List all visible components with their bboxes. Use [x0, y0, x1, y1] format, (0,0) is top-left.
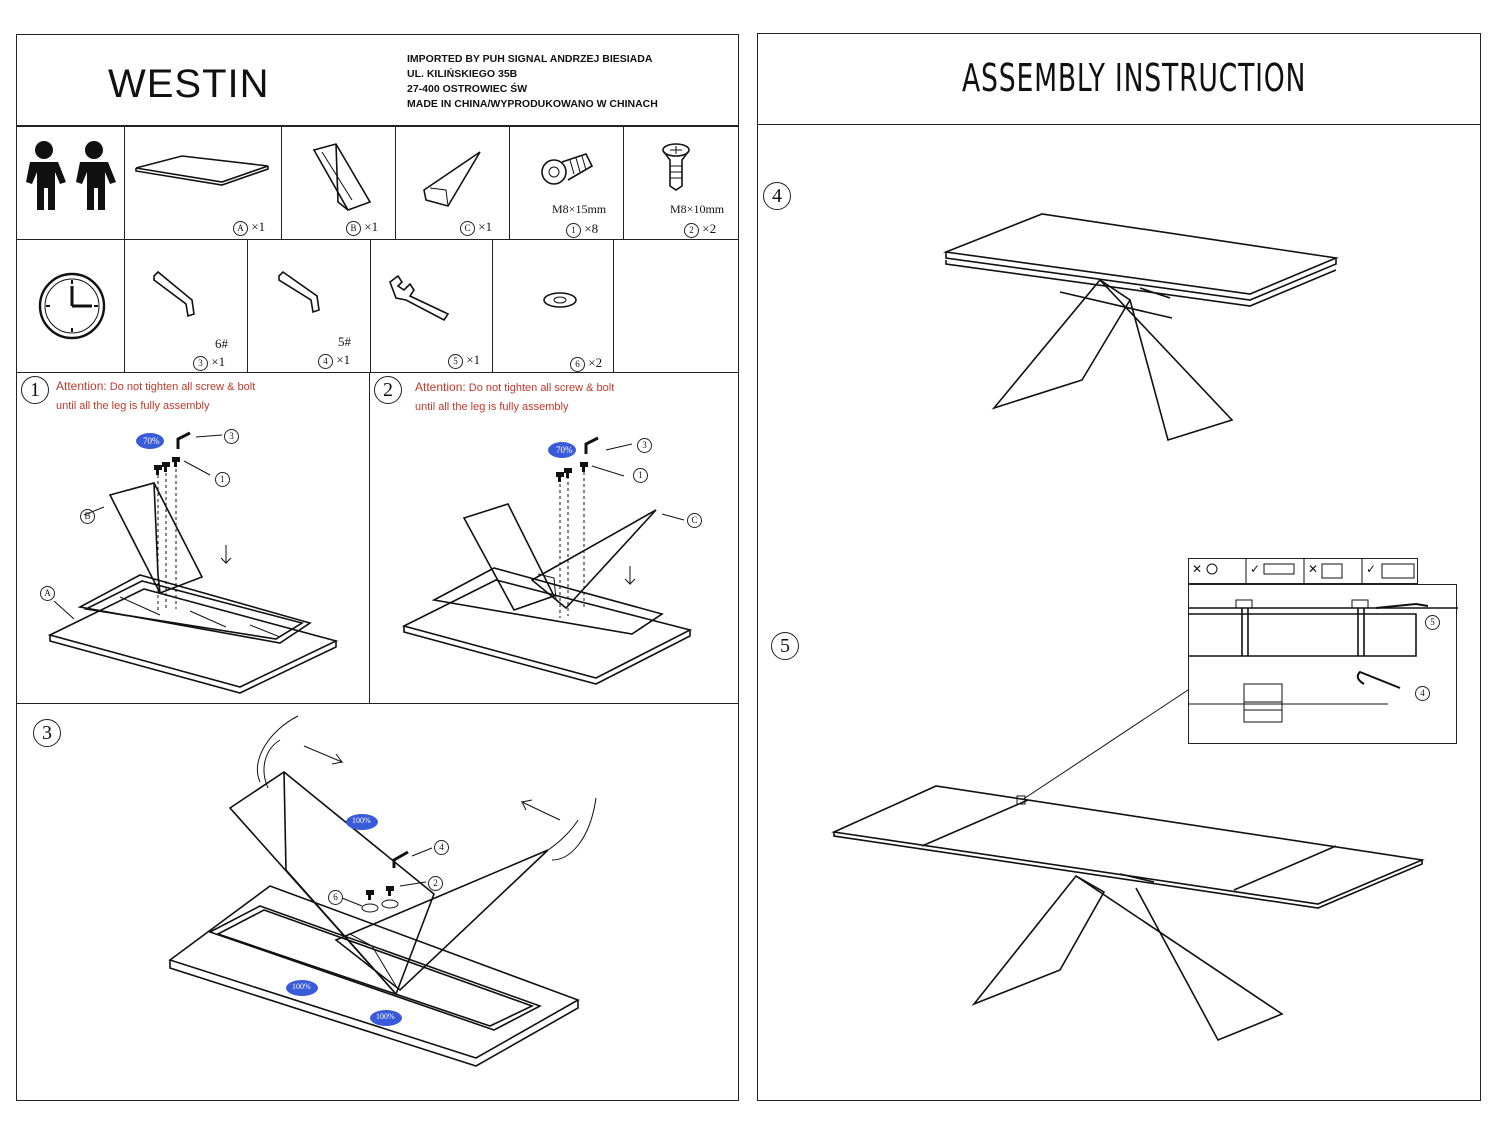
detail-inset — [1188, 584, 1457, 744]
step-4-illustration — [942, 213, 1339, 442]
screw-m8x15-icon — [541, 153, 594, 185]
detail-drawing — [1188, 599, 1458, 723]
svg-text:✕: ✕ — [1192, 562, 1202, 576]
step-3-illustration — [168, 715, 597, 1067]
step-3-pct-1: 100% — [352, 816, 371, 825]
step-3-panel — [16, 703, 739, 1101]
header-box — [16, 34, 739, 126]
washer-label: 6 ×2 — [570, 355, 602, 372]
hex-key-6-icon — [153, 270, 195, 318]
part-b-label: B ×1 — [346, 219, 378, 236]
screw-1-size: M8×15mm — [552, 202, 607, 216]
step-3-pct-2: 100% — [292, 982, 311, 991]
screw-1-label: 1 ×8 — [566, 221, 598, 238]
part-c-label: C ×1 — [460, 219, 492, 236]
wrench-icon — [389, 274, 450, 322]
step-3-number: 3 — [33, 719, 61, 747]
step-1-illustration — [47, 431, 339, 694]
step-1-callout-1: 1 — [215, 472, 230, 487]
key-5-label: 4 ×1 — [318, 352, 350, 369]
key-5-size: 5# — [338, 334, 351, 349]
step-2-callout-1: 1 — [633, 468, 648, 483]
svg-text:✕: ✕ — [1308, 562, 1318, 576]
detail-legend-bar — [1188, 558, 1418, 584]
washer-icon — [543, 292, 577, 308]
step-2-callout-c: C — [687, 513, 702, 528]
tabletop-icon — [135, 155, 269, 186]
step-1-number: 1 — [21, 376, 49, 404]
step-2-illustration — [401, 436, 693, 685]
step-1-callout-3: 3 — [224, 429, 239, 444]
two-people-icon — [26, 141, 116, 210]
screw-2-cell — [623, 126, 739, 240]
brand-name: WESTIN — [108, 62, 270, 106]
importer-line-3: 27-400 OSTROWIEC ŚW — [407, 83, 528, 95]
step-1-callout-a: A — [40, 586, 55, 601]
detail-legend-icons: ✕ ✓ ✕ ✓ — [1192, 558, 1415, 584]
step-5-callout-4: 4 — [1415, 686, 1430, 701]
svg-text:✓: ✓ — [1250, 562, 1260, 576]
screw-2-size: M8×10mm — [670, 202, 725, 216]
step-2-pct: 70% — [556, 445, 573, 455]
page-title: ASSEMBLY INSTRUCTION — [962, 56, 1307, 100]
step-5-callout-5: 5 — [1425, 615, 1440, 630]
hex-key-5-icon — [278, 270, 320, 314]
importer-info: IMPORTED BY PUH SIGNAL ANDRZEJ BIESIADA … — [407, 52, 658, 112]
step-3-callout-6: 6 — [328, 890, 343, 905]
key-6-label: 3 ×1 — [193, 354, 225, 371]
leg-b-icon — [312, 143, 372, 211]
step-4-number: 4 — [763, 182, 791, 210]
screw-m8x10-icon — [662, 143, 690, 191]
step-5-illustration — [831, 689, 1425, 1042]
step-1-pct: 70% — [143, 436, 160, 446]
step-2-attention: Attention: Do not tighten all screw & bo… — [415, 380, 615, 413]
leg-c-icon — [423, 151, 481, 207]
importer-line-1: IMPORTED BY PUH SIGNAL ANDRZEJ BIESIADA — [407, 53, 653, 65]
importer-line-4: MADE IN CHINA/WYPRODUKOWANO W CHINACH — [407, 98, 658, 110]
wrench-label: 5 ×1 — [448, 352, 480, 369]
part-a-label: A ×1 — [233, 219, 265, 236]
key-6-size: 6# — [215, 336, 228, 351]
title-box — [757, 33, 1481, 125]
step-3-pct-3: 100% — [376, 1012, 395, 1021]
step-2-callout-3: 3 — [637, 438, 652, 453]
step-2-number: 2 — [374, 376, 402, 404]
step-3-callout-4: 4 — [434, 840, 449, 855]
step-3-callout-2: 2 — [428, 876, 443, 891]
step-1-callout-b: B — [80, 509, 95, 524]
svg-text:✓: ✓ — [1366, 562, 1376, 576]
screw-2-label: 2 ×2 — [684, 221, 716, 238]
step-5-number: 5 — [771, 632, 799, 660]
step-1-attention: Attention: Do not tighten all screw & bo… — [56, 379, 256, 412]
clock-icon — [38, 272, 106, 340]
importer-line-2: UL. KILIŃSKIEGO 35B — [407, 68, 518, 80]
